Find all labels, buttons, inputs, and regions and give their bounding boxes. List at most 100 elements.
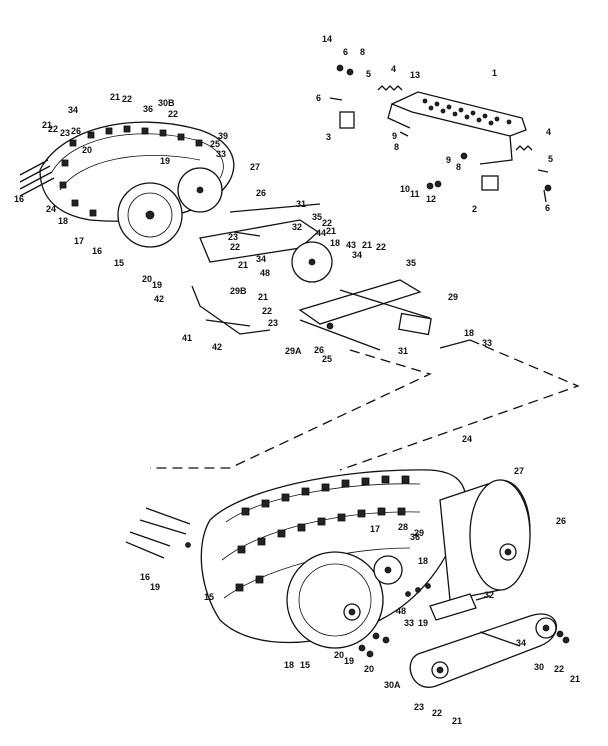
callout: 5 (366, 69, 371, 79)
callout: 18 (464, 328, 474, 338)
callout: 6 (316, 93, 321, 103)
callout: 22 (262, 306, 272, 316)
callout: 22 (230, 242, 240, 252)
callout: 30B (158, 98, 175, 108)
callout: 19 (418, 618, 428, 628)
callout: 16 (14, 194, 24, 204)
lower-sprocket (286, 551, 403, 649)
callout: 11 (410, 189, 420, 199)
callout: 21 (452, 716, 462, 726)
callout: 8 (394, 142, 399, 152)
callout: 26 (556, 516, 566, 526)
callout: 29 (448, 292, 458, 302)
callout: 21 (110, 92, 120, 102)
spring-hardware (329, 64, 552, 203)
callout: 48 (396, 606, 406, 616)
callout: 21 (42, 120, 52, 130)
callout: 21 (326, 226, 336, 236)
callout: 20 (142, 274, 152, 284)
callout: 35 (312, 212, 322, 222)
lower-left-bolts (125, 507, 191, 559)
callout: 22 (554, 664, 564, 674)
pedal-bracket (387, 91, 527, 165)
callout: 21 (570, 674, 580, 684)
callout: 17 (74, 236, 84, 246)
lower-shaft (429, 593, 491, 621)
callout: 17 (370, 524, 380, 534)
callout: 10 (400, 184, 410, 194)
callout: 15 (114, 258, 124, 268)
callout: 21 (238, 260, 248, 270)
callout: 33 (404, 618, 414, 628)
callout: 35 (406, 258, 416, 268)
callout: 42 (154, 294, 164, 304)
callout: 4 (546, 127, 551, 137)
callout: 16 (92, 246, 102, 256)
callout: 22 (376, 242, 386, 252)
callout: 13 (410, 70, 420, 80)
callout: 24 (46, 204, 56, 214)
callout: 44 (316, 228, 326, 238)
callout: 33 (482, 338, 492, 348)
upper-drive-housing (39, 121, 235, 248)
upper-axle (298, 279, 471, 351)
drum (439, 479, 531, 601)
callout: 20 (334, 650, 344, 660)
lower-chain-guard (409, 613, 558, 688)
callout: 2 (472, 204, 477, 214)
callout-labels: 14 6 8 5 4 13 1 6 3 9 8 4 9 8 5 10 11 12… (14, 34, 580, 726)
callout: 20 (82, 145, 92, 155)
callout: 22 (432, 708, 442, 718)
callout: 5 (548, 154, 553, 164)
callout: 26 (314, 345, 324, 355)
callout: 18 (330, 238, 340, 248)
callout: 19 (160, 156, 170, 166)
callout: 25 (210, 139, 220, 149)
callout: 27 (250, 162, 260, 172)
callout: 4 (391, 64, 396, 74)
callout: 34 (352, 250, 362, 260)
callout: 14 (322, 34, 332, 44)
callout: 43 (346, 240, 356, 250)
callout: 41 (182, 333, 192, 343)
callout: 26 (256, 188, 266, 198)
callout: 18 (58, 216, 68, 226)
upper-chain-guard (199, 203, 333, 283)
callout: 3 (326, 132, 331, 142)
callout: 22 (48, 124, 58, 134)
callout: 24 (462, 434, 472, 444)
callout: 28 (398, 522, 408, 532)
callout: 36 (143, 104, 153, 114)
callout: 32 (292, 222, 302, 232)
callout: 39 (218, 131, 228, 141)
callout: 6 (343, 47, 348, 57)
callout: 16 (140, 572, 150, 582)
callout: 34 (516, 638, 526, 648)
callout: 21 (258, 292, 268, 302)
callout: 31 (296, 199, 306, 209)
callout: 19 (152, 280, 162, 290)
callout: 30 (534, 662, 544, 672)
lower-small-hardware (358, 583, 570, 658)
callout: 15 (204, 592, 214, 602)
callout: 22 (168, 109, 178, 119)
callout: 30A (384, 680, 401, 690)
callout: 34 (68, 105, 78, 115)
callout: 29 (414, 528, 424, 538)
callout: 12 (426, 194, 436, 204)
callout: 27 (514, 466, 524, 476)
callout: 31 (398, 346, 408, 356)
callout: 8 (456, 162, 461, 172)
callout: 26 (71, 126, 81, 136)
callout: 18 (284, 660, 294, 670)
callout: 20 (364, 664, 374, 674)
callout: 8 (360, 47, 365, 57)
callout: 22 (122, 94, 132, 104)
callout: 22 (322, 218, 332, 228)
callout: 34 (256, 254, 266, 264)
callout: 33 (216, 149, 226, 159)
callout: 23 (228, 232, 238, 242)
callout: 1 (492, 68, 497, 78)
upper-left-bolts (19, 159, 55, 197)
